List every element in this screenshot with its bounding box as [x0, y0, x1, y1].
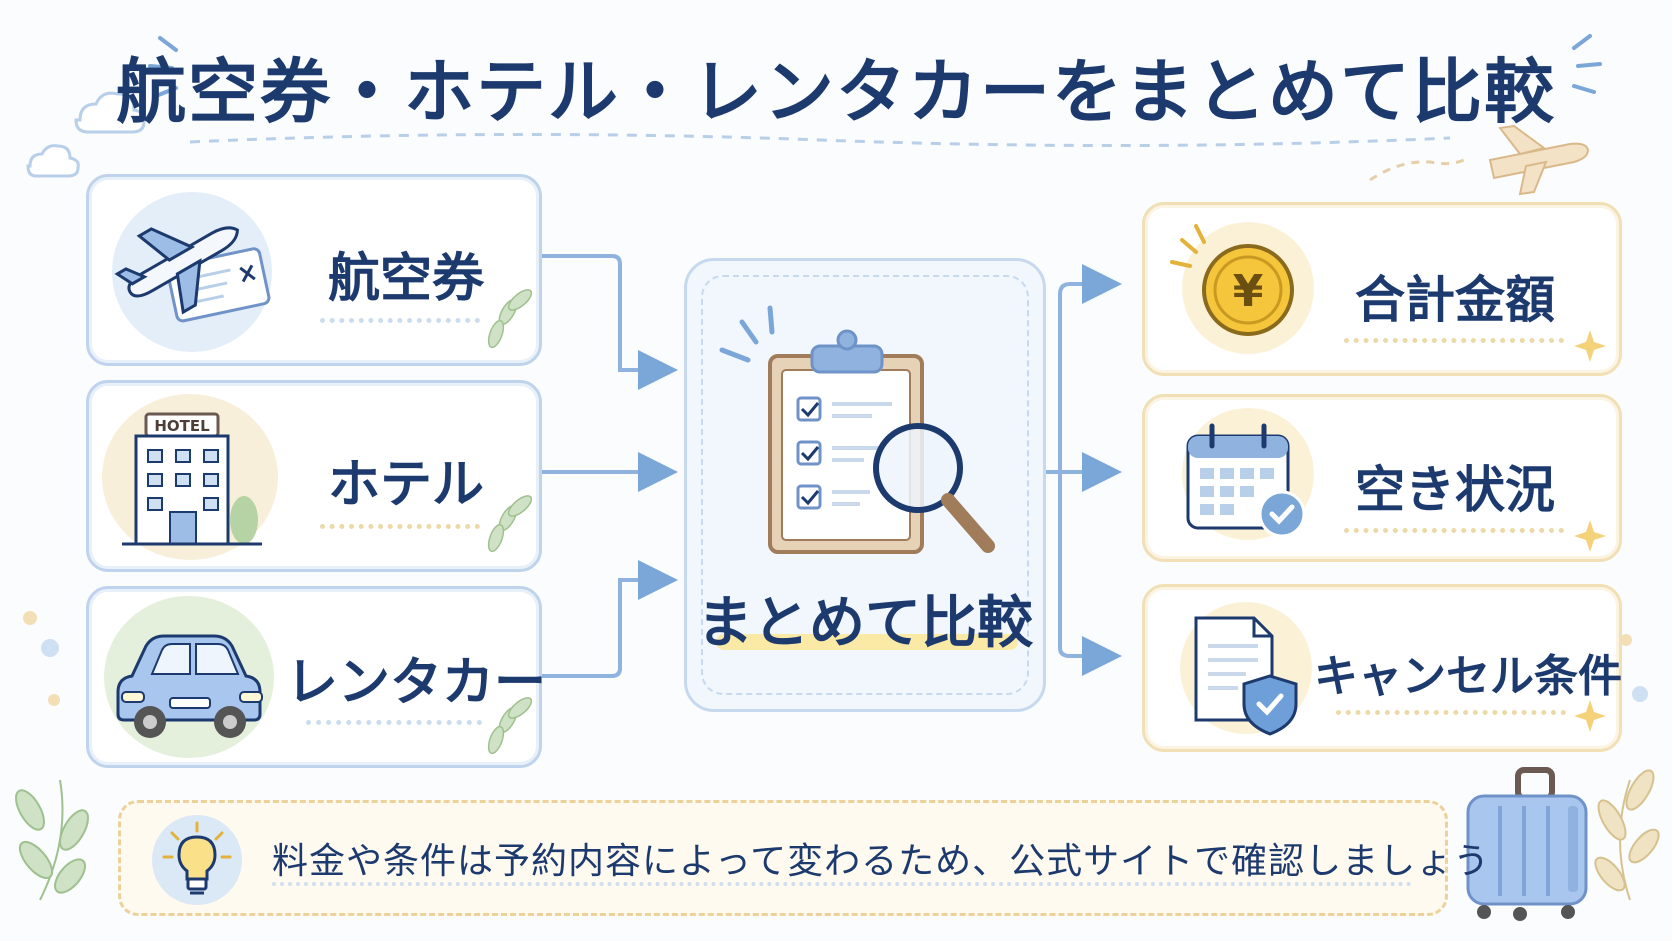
note-dotted-line	[272, 882, 1412, 886]
title-dashed-underline	[189, 132, 1451, 148]
input-label-hotel: ホテル	[327, 455, 484, 515]
dotted-divider	[1336, 710, 1566, 715]
center-label: まとめて比較	[697, 591, 1033, 656]
note-box	[118, 800, 1448, 916]
hotel-building-icon: HOTEL	[102, 394, 278, 560]
arrow-car-to-center	[542, 560, 678, 678]
lightbulb-icon	[152, 815, 242, 905]
dotted-divider	[320, 318, 480, 323]
center-label-highlight	[716, 634, 1018, 650]
input-label-airline: 航空券	[327, 249, 484, 309]
title-sparkles-left	[148, 36, 178, 98]
hotel-sign-text: HOTEL	[154, 417, 210, 435]
arrow-center-to-cancellation	[1058, 472, 1122, 676]
compare-center-dashed-frame	[701, 275, 1029, 695]
dotted-divider	[1344, 338, 1564, 343]
output-label-availability: 空き状況	[1355, 461, 1555, 519]
dotted-divider	[1344, 528, 1564, 533]
arrow-airline-to-center	[542, 254, 678, 390]
leaf-branch-icon	[1594, 769, 1660, 901]
car-icon	[104, 596, 274, 758]
suitcase-icon	[1466, 767, 1588, 921]
page-title: 航空券・ホテル・レンタカーをまとめて比較	[116, 51, 1556, 133]
title-sparkles-right	[1572, 34, 1602, 94]
output-label-cancellation: キャンセル条件	[1314, 651, 1622, 702]
note-text: 料金や条件は予約内容によって変わるため、公式サイトで確認しましょう	[272, 841, 1491, 882]
cloud-icon	[74, 91, 146, 134]
dotted-divider	[320, 524, 480, 529]
yen-symbol: ¥	[1233, 266, 1264, 317]
small-plane-icon	[1369, 124, 1590, 196]
airplane-ticket-icon	[112, 192, 272, 352]
input-label-rental-car: レンタカー	[286, 653, 547, 713]
cloud-icon	[26, 144, 80, 178]
dotted-divider	[306, 720, 482, 725]
output-label-total-price: 合計金額	[1355, 271, 1555, 329]
leaf-branch-icon	[15, 779, 89, 901]
